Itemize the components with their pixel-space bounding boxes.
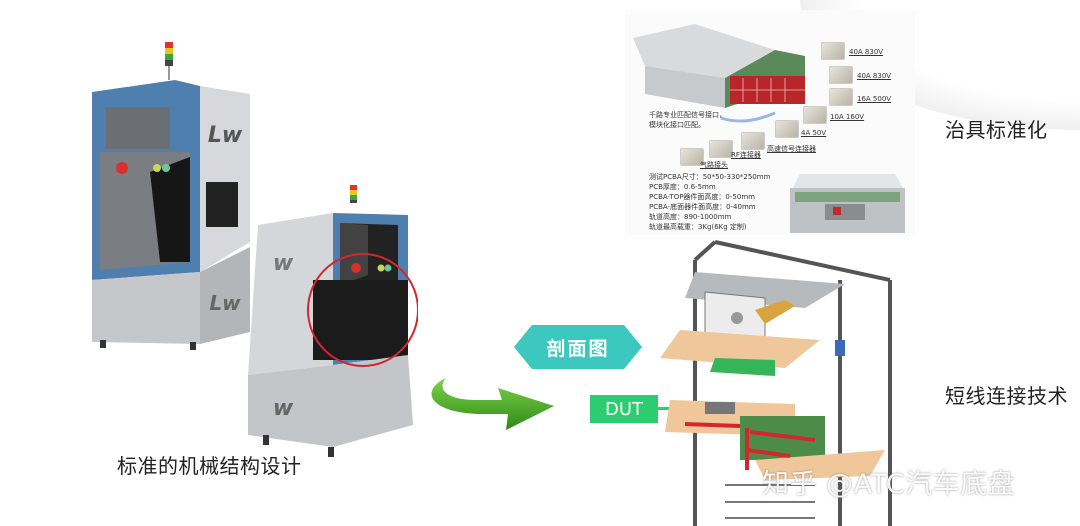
- green-arrow-icon: [431, 378, 554, 430]
- connector-image: [775, 120, 799, 138]
- svg-text:w: w: [273, 251, 294, 276]
- spec-list: 测试PCBA尺寸：50*50-330*250mm PCB厚度：0.6-5mm P…: [649, 172, 770, 232]
- connector-label: 40A 830V: [849, 48, 884, 56]
- fixture-module-drawing: [633, 24, 805, 123]
- test-machine-small: w w: [248, 185, 418, 457]
- connector-image: [829, 66, 853, 84]
- caption-short-wire-technology: 短线连接技术: [945, 384, 1068, 408]
- connector-image: [821, 42, 845, 60]
- connector-image: [709, 140, 733, 158]
- connector-label: 40A 830V: [857, 72, 892, 80]
- spec-line: PCBA-TOP器件面高度：0-50mm: [649, 193, 755, 201]
- caption-fixture-standardization: 治具标准化: [945, 118, 1048, 142]
- fixture-base-drawing: [790, 174, 905, 233]
- spec-line: 轨道最高载重：3Kg(6Kg 定制): [649, 223, 747, 231]
- caption-mechanical-design: 标准的机械结构设计: [117, 454, 302, 478]
- connector-label: 高速信号连接器: [767, 145, 816, 153]
- watermark: 知乎 @ATC汽车底盘: [762, 469, 1016, 500]
- section-view-badge: 剖面图: [514, 325, 642, 369]
- svg-text:Lw: Lw: [209, 291, 241, 315]
- connector-image: [829, 88, 853, 106]
- svg-text:Lw: Lw: [208, 123, 243, 148]
- connector-label: 16A 500V: [857, 95, 892, 103]
- connector-label: RF连接器: [731, 151, 761, 159]
- note-line: 千路专业匹配信号接口，: [649, 111, 726, 119]
- section-view-drawing: [660, 240, 892, 526]
- connector-image: [680, 148, 704, 166]
- connector-image: [803, 106, 827, 124]
- interface-note: 千路专业匹配信号接口， 模块化接口匹配。: [649, 110, 726, 130]
- spec-line: PCBA-底面器件面高度：0-40mm: [649, 203, 756, 211]
- spec-line: 测试PCBA尺寸：50*50-330*250mm: [649, 173, 771, 181]
- test-machine-large: Lw Lw: [92, 42, 250, 350]
- connector-label: 10A 160V: [830, 113, 865, 121]
- connector-label: 气路接头: [700, 161, 728, 169]
- connector-image: [741, 132, 765, 150]
- fixture-standardization-image: 40A 830V 40A 830V 16A 500V 10A 160V 4A 5…: [625, 10, 915, 235]
- connector-label: 4A 50V: [801, 129, 827, 137]
- spec-line: 轨道高度：890-1000mm: [649, 213, 732, 221]
- dut-label: DUT: [590, 395, 658, 423]
- note-line: 模块化接口匹配。: [649, 121, 705, 129]
- spec-line: PCB厚度：0.6-5mm: [649, 183, 716, 191]
- svg-text:w: w: [273, 396, 294, 421]
